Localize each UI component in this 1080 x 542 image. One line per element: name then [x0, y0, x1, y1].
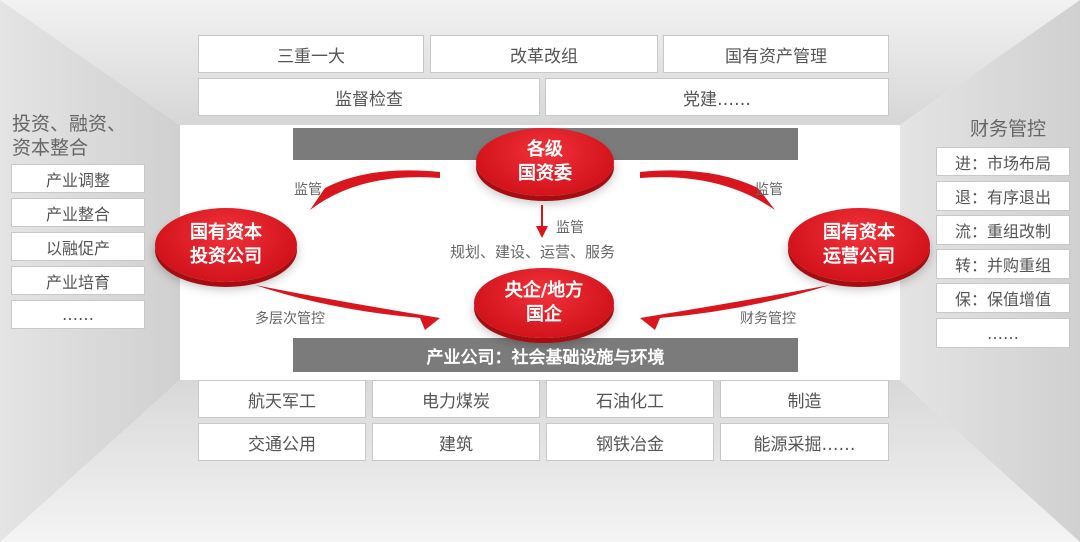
left-item: 以融促产: [11, 232, 145, 261]
industry-box: 石油化工: [546, 380, 714, 418]
top-box: 监督检查: [198, 78, 540, 116]
industry-box: 电力煤炭: [372, 380, 540, 418]
industry-box: 航天军工: [198, 380, 366, 418]
industry-box: 交通公用: [198, 423, 366, 461]
right-item: 流：重组改制: [936, 215, 1070, 245]
top-box: 国有资产管理: [663, 35, 889, 73]
top-box: 党建……: [545, 78, 889, 116]
label-functions: 规划、建设、运营、服务: [450, 243, 616, 261]
industry-box: 能源采掘……: [720, 423, 889, 461]
left-item: 产业整合: [11, 198, 145, 227]
label-supervise-right: 监管: [755, 182, 783, 198]
right-item: ……: [936, 318, 1070, 348]
node-soe: 央企/地方 国企: [474, 268, 614, 338]
left-title: 投资、融资、资本整合: [12, 113, 127, 159]
label-supervise-center: 监管: [556, 220, 584, 236]
node-operation-company: 国有资本 运营公司: [788, 208, 930, 282]
industry-bar: 产业公司：社会基础设施与环境: [293, 338, 798, 372]
right-item: 进：市场布局: [936, 147, 1070, 176]
node-sasac: 各级 国资委: [476, 128, 614, 196]
left-item: ……: [11, 300, 145, 329]
right-item: 保：保值增值: [936, 283, 1070, 313]
right-item: 转：并购重组: [936, 249, 1070, 279]
label-supervise-left: 监管: [294, 182, 322, 198]
left-item: 产业调整: [11, 164, 145, 193]
industry-box: 建筑: [372, 423, 540, 461]
industry-box: 制造: [720, 380, 889, 418]
label-multi-level: 多层次管控: [255, 311, 325, 327]
top-box: 三重一大: [198, 35, 424, 73]
right-item: 退：有序退出: [936, 181, 1070, 211]
label-finance: 财务管控: [740, 311, 796, 327]
top-box: 改革改组: [430, 35, 658, 73]
arrows: [255, 170, 830, 330]
industry-box: 钢铁冶金: [546, 423, 714, 461]
left-item: 产业培育: [11, 266, 145, 295]
right-title: 财务管控: [970, 118, 1047, 140]
node-investment-company: 国有资本 投资公司: [155, 208, 297, 282]
